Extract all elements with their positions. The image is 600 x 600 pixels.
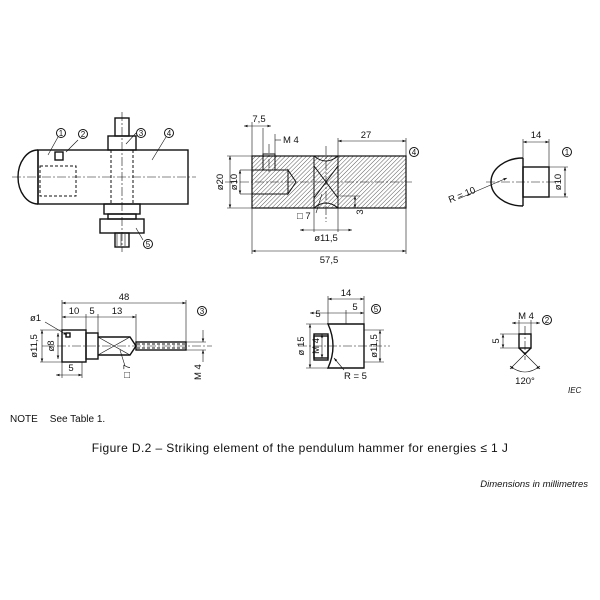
dim-dia20: ø20: [215, 174, 226, 190]
balloon-5a: 5: [143, 239, 153, 249]
svg-text:3: 3: [200, 307, 205, 316]
balloon-3b: 3: [197, 306, 207, 316]
dim-5-nut-right: 5: [352, 302, 357, 313]
units-note: Dimensions in millimetres: [480, 479, 588, 490]
dim-14-striker: 14: [531, 130, 542, 141]
note-text: See Table 1.: [49, 414, 106, 425]
dim-m4-nut: M 4: [311, 338, 322, 354]
svg-text:5: 5: [374, 305, 379, 314]
dim-m4-cone: M 4: [518, 311, 534, 322]
section-view: [225, 122, 412, 254]
dim-r10: R = 10: [447, 185, 477, 206]
dim-3: 3: [355, 209, 366, 214]
dim-dia8: ø8: [46, 340, 57, 351]
dim-5-top: 5: [89, 306, 94, 317]
nut-view: [298, 296, 390, 371]
dim-27: 27: [361, 130, 372, 141]
note-line: NOTE See Table 1.: [10, 414, 105, 425]
balloon-1a: 1: [56, 128, 66, 138]
dim-m4-pin: M 4: [193, 364, 204, 380]
dim-5-bottom: 5: [68, 363, 73, 374]
striker-view: [457, 139, 568, 207]
balloon-4b: 4: [409, 147, 419, 157]
note-label: NOTE: [10, 414, 38, 425]
technical-drawing: 1 2 3 4 5 4 1 3 5 2 7,5 M 4 27 ø20 ø10 □…: [12, 112, 582, 395]
dim-5-cone: 5: [491, 338, 502, 343]
dim-10: 10: [69, 306, 80, 317]
dim-dia10-section: ø10: [229, 174, 240, 190]
svg-text:5: 5: [146, 240, 151, 249]
balloon-2a: 2: [78, 129, 88, 139]
dim-13: 13: [112, 306, 123, 317]
dim-dia11-5-pin: ø11,5: [29, 334, 40, 358]
dim-square-7-section: □ 7: [297, 211, 311, 222]
dim-dia10-striker: ø10: [553, 174, 564, 190]
svg-text:4: 4: [167, 129, 172, 138]
dim-dia11-5-section: ø11,5: [314, 233, 338, 244]
balloon-1b: 1: [562, 147, 572, 157]
pin-view: [40, 300, 212, 378]
dim-dia15: ø 15: [296, 336, 307, 355]
svg-text:1: 1: [565, 148, 570, 157]
svg-text:2: 2: [545, 316, 550, 325]
dim-dia11-5-nut: ø11,5: [369, 334, 380, 358]
dim-5-nut-left: 5: [315, 309, 320, 320]
svg-text:1: 1: [59, 129, 64, 138]
dim-square-7-pin: □ 7: [122, 364, 133, 378]
dim-57-5: 57,5: [320, 255, 339, 266]
svg-text:3: 3: [139, 129, 144, 138]
balloon-3a: 3: [136, 128, 146, 138]
dim-m4-section: M 4: [283, 135, 299, 146]
dim-r5: R = 5: [344, 371, 367, 382]
svg-text:2: 2: [81, 130, 86, 139]
balloon-4a: 4: [164, 128, 174, 138]
svg-text:4: 4: [412, 148, 417, 157]
balloon-5b: 5: [371, 304, 381, 314]
dim-48: 48: [119, 292, 130, 303]
assembly-view: [12, 112, 196, 252]
cone-pin-view: [500, 320, 541, 373]
iec-mark: IEC: [568, 386, 582, 395]
balloon-2b: 2: [542, 315, 552, 325]
dim-120-deg: 120°: [515, 376, 535, 387]
figure-caption: Figure D.2 – Striking element of the pen…: [91, 441, 509, 455]
dim-dia1: ø1: [30, 313, 41, 324]
dim-14-nut: 14: [341, 288, 352, 299]
dim-7-5: 7,5: [252, 114, 265, 125]
